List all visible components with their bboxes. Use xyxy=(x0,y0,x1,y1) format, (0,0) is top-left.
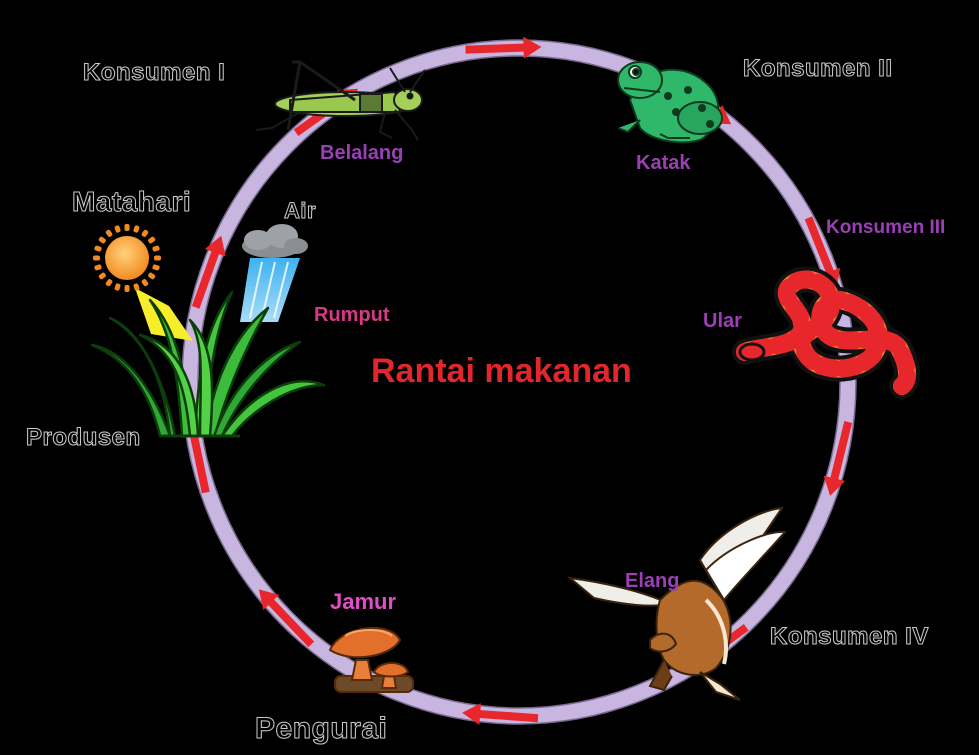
label-elang: Elang xyxy=(625,571,679,591)
label-konsumen-2: Konsumen II xyxy=(743,57,893,81)
label-konsumen-4: Konsumen IV xyxy=(770,625,929,649)
label-air: Air xyxy=(284,200,316,222)
label-katak: Katak xyxy=(636,153,690,173)
label-pengurai: Pengurai xyxy=(255,714,387,744)
label-produsen: Produsen xyxy=(26,426,141,450)
label-jamur: Jamur xyxy=(330,591,396,613)
snake-icon xyxy=(740,280,907,386)
frog-icon xyxy=(618,62,722,142)
flow-arrow-icon xyxy=(251,582,319,652)
label-belalang: Belalang xyxy=(320,143,403,163)
label-konsumen-3: Konsumen III xyxy=(826,218,945,237)
grass-icon xyxy=(92,292,324,436)
diagram-title: Rantai makanan xyxy=(371,354,632,388)
sun-icon xyxy=(93,224,193,341)
label-konsumen-1: Konsumen I xyxy=(83,61,225,85)
rain-cloud-icon xyxy=(240,224,308,322)
label-rumput: Rumput xyxy=(314,305,390,325)
label-matahari: Matahari xyxy=(72,188,191,216)
label-ular: Ular xyxy=(703,311,742,331)
eagle-icon xyxy=(570,508,785,700)
